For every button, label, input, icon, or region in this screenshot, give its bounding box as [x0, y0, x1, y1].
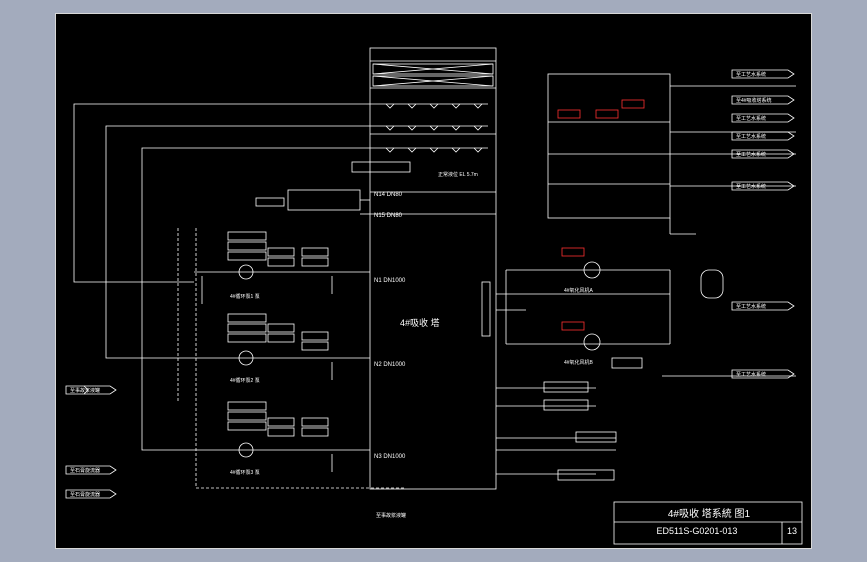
- drawing-sheet: 4#吸收 塔 N14 DN80 N15 DN80 N1 DN1000 N2 DN…: [55, 13, 812, 549]
- right-flag-5: 至工艺水系统: [736, 151, 766, 158]
- right-flag-3: 至工艺水系统: [736, 115, 766, 122]
- mist-eliminator-upper: [372, 63, 494, 75]
- sheet-number: 13: [786, 526, 797, 536]
- pump-unit-1: [194, 231, 370, 304]
- pid-diagram: 4#吸收 塔 N14 DN80 N15 DN80 N1 DN1000 N2 DN…: [65, 47, 803, 545]
- drawing-number: ED511S-G0201-013: [656, 526, 738, 536]
- oxidation-fan-b: [583, 333, 601, 351]
- right-flag-8: 至工艺水系统: [736, 371, 766, 378]
- left-flag-1: 至事故浆液罐: [70, 387, 100, 394]
- spray-header-1: [351, 103, 488, 109]
- right-flag-4: 至工艺水系统: [736, 133, 766, 140]
- pump-unit-2: [194, 313, 370, 380]
- bottom-note: 至事故浆液罐: [376, 512, 406, 519]
- nozzle-n1: N1 DN1000: [374, 278, 406, 284]
- pump1-label: 4#循环泵1 泵: [230, 293, 260, 300]
- tower-name: 4#吸收 塔: [400, 317, 440, 328]
- nozzle-n3: N3 DN1000: [374, 454, 406, 460]
- spray-header-2: [351, 125, 488, 131]
- right-flag-7: 至工艺水系统: [736, 303, 766, 310]
- oxidation-fan-a-label: 4#氧化风机A: [564, 287, 594, 294]
- absorber-tower: [369, 47, 497, 490]
- right-flag-2: 至4#吸收塔系统: [736, 97, 772, 104]
- spray-header-3: [351, 147, 488, 153]
- title-block-frame: [613, 501, 803, 545]
- level-note: 正常液位 EL 5.7m: [438, 171, 478, 178]
- drawing-title: 4#吸收 塔系統 图1: [667, 509, 751, 520]
- pump3-label: 4#循环泵3 泵: [230, 469, 260, 476]
- left-flag-2: 至石膏旋流器: [70, 467, 100, 474]
- mist-eliminator-lower: [372, 75, 494, 87]
- flue-gas-inlet-duct: [351, 161, 411, 173]
- oxidation-fan-b-label: 4#氧化风机B: [564, 359, 594, 366]
- pump-unit-3: [194, 401, 370, 472]
- left-flag-3: 至石膏旋流器: [70, 491, 100, 498]
- nozzle-n2: N2 DN1000: [374, 362, 406, 368]
- oxidation-fan-a: [583, 261, 601, 279]
- right-flag-1: 至工艺水系统: [736, 71, 766, 78]
- nozzle-n14: N14 DN80: [374, 192, 403, 198]
- pump2-label: 4#循环泵2 泵: [230, 377, 260, 384]
- nozzle-n15: N15 DN80: [374, 213, 403, 219]
- right-flag-6: 至工艺水系统: [736, 183, 766, 190]
